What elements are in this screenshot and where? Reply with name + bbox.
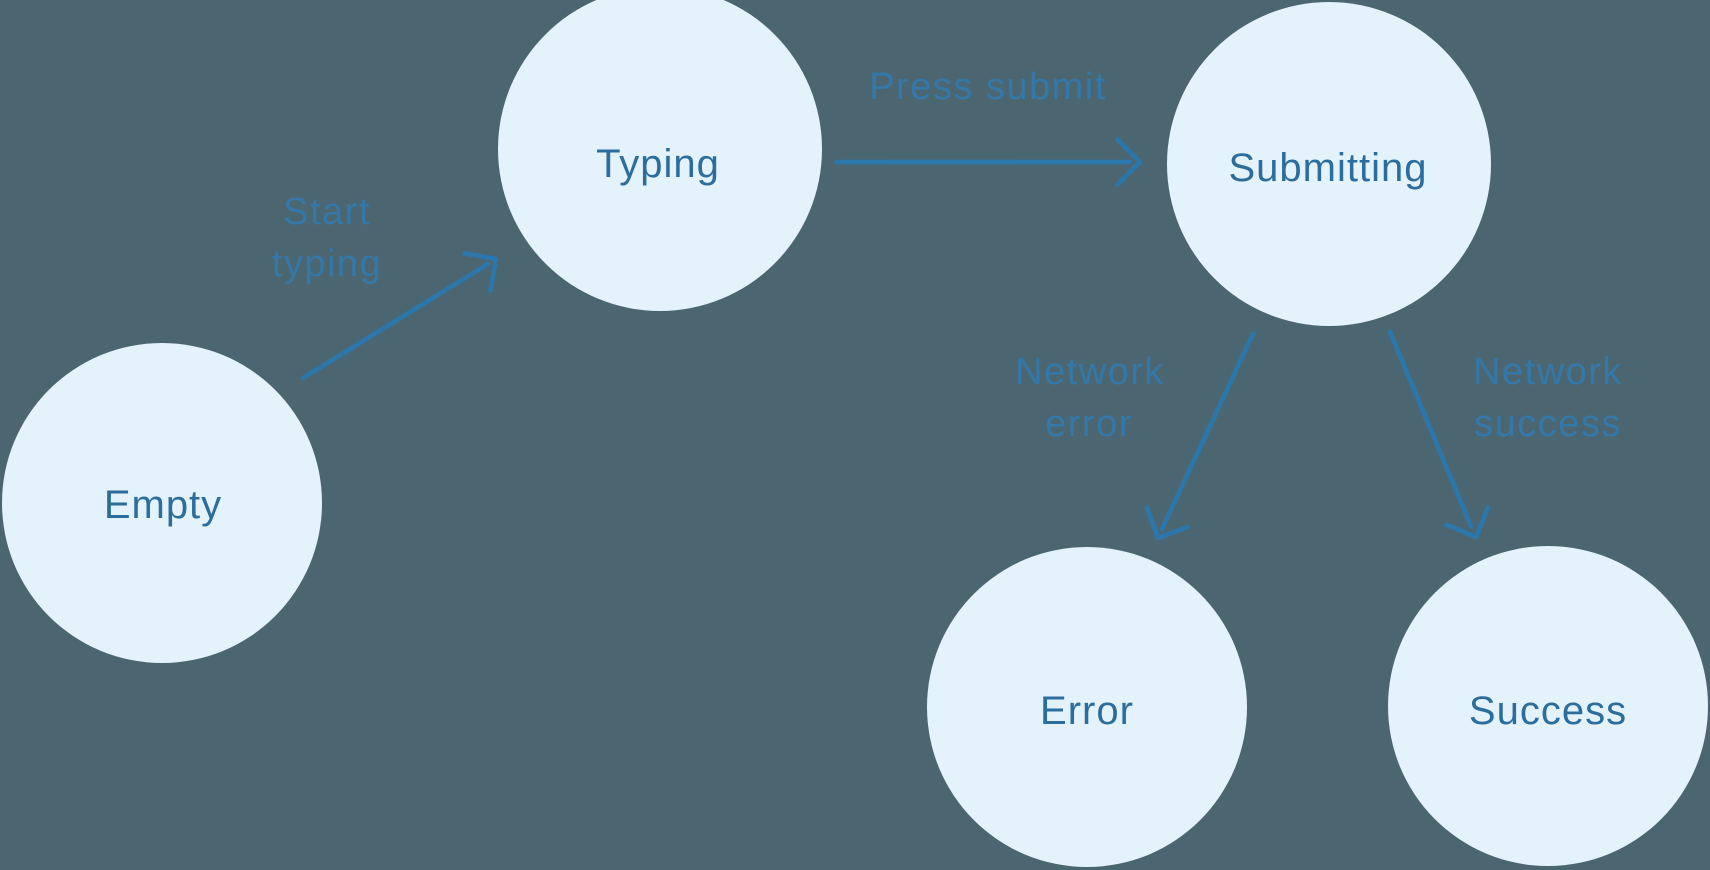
transition-press-submit-arrowhead-icon xyxy=(1115,136,1143,188)
state-node-empty: Empty xyxy=(2,343,322,663)
state-circle-submitting xyxy=(1167,2,1491,326)
state-circle-success xyxy=(1388,546,1708,866)
transition-network-error-label-line2: error xyxy=(1045,403,1133,445)
transition-start-typing-label-line1: Start xyxy=(283,191,371,233)
state-label-typing: Typing xyxy=(596,142,720,186)
transition-network-success-label-line2: success xyxy=(1474,403,1622,445)
state-node-success: Success xyxy=(1388,546,1708,866)
state-node-typing: Typing xyxy=(498,0,822,311)
transition-network-success: Network success xyxy=(1387,329,1623,540)
transition-network-success-label-line1: Network xyxy=(1473,351,1623,393)
state-label-error: Error xyxy=(1040,689,1134,733)
state-circle-error xyxy=(927,547,1247,867)
transition-press-submit-label: Press submit xyxy=(869,66,1107,108)
state-circle-empty xyxy=(2,343,322,663)
transition-network-error: Network error xyxy=(1015,331,1256,541)
transition-start-typing-label-line2: typing xyxy=(272,243,382,285)
transition-start-typing-arrowhead-icon xyxy=(462,250,499,293)
transition-network-error-arrowhead-icon xyxy=(1144,505,1191,541)
state-circle-typing xyxy=(498,0,822,311)
transition-start-typing: Start typing xyxy=(272,191,499,381)
transition-network-success-arrowhead-icon xyxy=(1444,505,1491,540)
transition-network-error-label-line1: Network xyxy=(1015,351,1165,393)
transition-start-typing-arrow-line xyxy=(300,261,491,381)
transition-network-error-arrow-line xyxy=(1159,331,1256,532)
state-node-submitting: Submitting xyxy=(1167,2,1491,326)
state-label-success: Success xyxy=(1469,689,1627,733)
transition-press-submit: Press submit xyxy=(834,66,1143,188)
state-node-error: Error xyxy=(927,547,1247,867)
transition-network-success-arrow-line xyxy=(1387,329,1474,529)
state-label-submitting: Submitting xyxy=(1229,146,1428,190)
state-label-empty: Empty xyxy=(104,483,222,527)
